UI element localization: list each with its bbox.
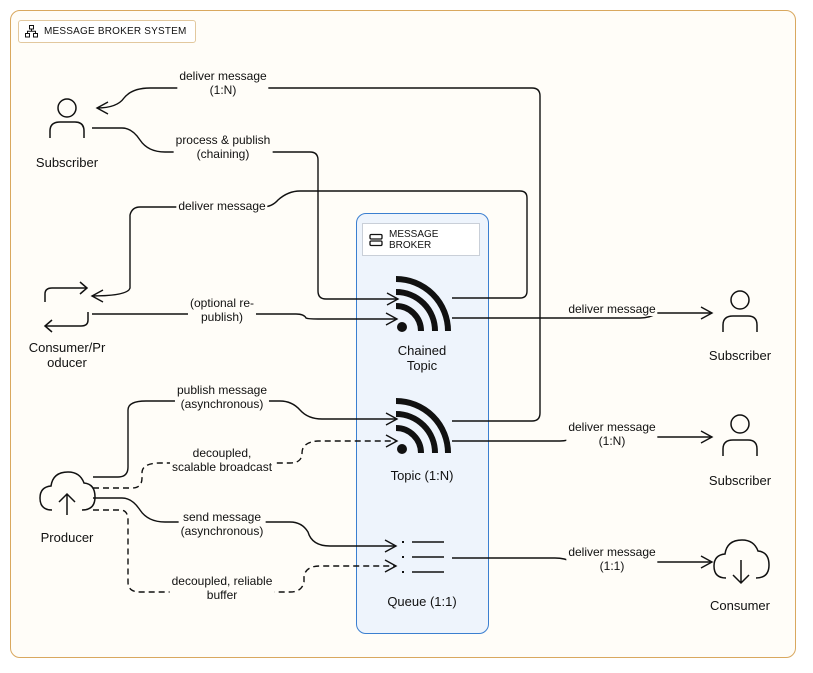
label-deliver-queue: deliver message (1:1) — [566, 545, 658, 573]
edge-process-publish — [92, 127, 400, 306]
cloud-download-icon — [713, 539, 770, 585]
node-consumer: Consumer — [710, 598, 770, 613]
node-producer: Producer — [40, 530, 94, 545]
rss-feed-icon — [395, 276, 451, 332]
label-line: (optional re- — [189, 296, 255, 310]
label-process-publish: process & publish (chaining) — [173, 133, 273, 161]
label-deliver-topic: deliver message (1:N) — [566, 420, 658, 448]
list-queue-icon — [402, 541, 444, 573]
label-deliver-cp: deliver message — [176, 199, 268, 213]
node-subscriber-right1: Subscriber — [708, 348, 772, 363]
label-line: (1:1) — [599, 559, 625, 573]
diagram-title-badge: MESSAGE BROKER SYSTEM — [18, 20, 196, 43]
node-line: Consumer/Pr — [28, 340, 106, 355]
node-chained-topic: Chained Topic — [398, 343, 446, 373]
node-consumer-producer: Consumer/Pr oducer — [29, 340, 106, 370]
node-line: oducer — [47, 355, 87, 370]
label-line: (chaining) — [196, 147, 250, 161]
edge-deliver-1n-top — [95, 87, 541, 422]
node-line: Topic — [406, 358, 438, 373]
label-line: (1:N) — [598, 434, 626, 448]
broker-label-line1: MESSAGE — [389, 228, 439, 240]
edge-deliver-cp — [90, 190, 528, 303]
label-optional-republish: (optional re- publish) — [187, 296, 257, 324]
edge-decoupled-buffer — [93, 509, 398, 593]
node-subscriber-right2: Subscriber — [708, 473, 772, 488]
label-deliver-1n-top: deliver message (1:N) — [177, 69, 269, 97]
person-icon — [49, 98, 85, 138]
label-line: publish message — [176, 383, 268, 397]
label-deliver-chained: deliver message — [566, 302, 658, 316]
edge-publish-message — [93, 400, 399, 478]
label-publish-message: publish message (asynchronous) — [174, 383, 270, 411]
label-line: decoupled, reliable — [171, 574, 273, 588]
label-line: process & publish — [175, 133, 271, 147]
label-line: buffer — [206, 588, 238, 602]
label-line: deliver message — [179, 69, 267, 83]
label-decoupled-buffer: decoupled, reliable buffer — [169, 574, 275, 602]
cloud-upload-icon — [39, 471, 96, 515]
label-line: scalable broadcast — [171, 460, 273, 474]
label-line: deliver message — [178, 199, 266, 213]
label-line: deliver message — [568, 545, 656, 559]
server-icon — [369, 233, 383, 246]
label-line: (asynchronous) — [180, 524, 264, 538]
label-line: (asynchronous) — [180, 397, 264, 411]
node-queue: Queue (1:1) — [387, 594, 457, 609]
broker-label-line2: BROKER — [389, 239, 432, 251]
label-line: deliver message — [568, 302, 656, 316]
label-send-message: send message (asynchronous) — [178, 510, 266, 538]
message-broker-badge: MESSAGE BROKER — [362, 223, 480, 256]
label-line: send message — [182, 510, 262, 524]
label-line: (1:N) — [209, 83, 237, 97]
diagram-title: MESSAGE BROKER SYSTEM — [44, 26, 187, 37]
rss-feed-icon — [395, 398, 451, 454]
node-line: Chained — [397, 343, 447, 358]
node-subscriber-top: Subscriber — [35, 155, 99, 170]
label-line: publish) — [200, 310, 244, 324]
repeat-arrows-icon — [43, 281, 89, 333]
node-topic: Topic (1:N) — [390, 468, 454, 483]
edge-optional-republish — [92, 312, 399, 326]
label-line: deliver message — [568, 420, 656, 434]
network-icon — [25, 25, 38, 38]
label-decoupled-broadcast: decoupled, scalable broadcast — [169, 446, 275, 474]
label-line: decoupled, — [192, 446, 252, 460]
person-icon — [722, 414, 758, 456]
edge-decoupled-broadcast — [93, 434, 399, 489]
person-icon — [722, 290, 758, 332]
